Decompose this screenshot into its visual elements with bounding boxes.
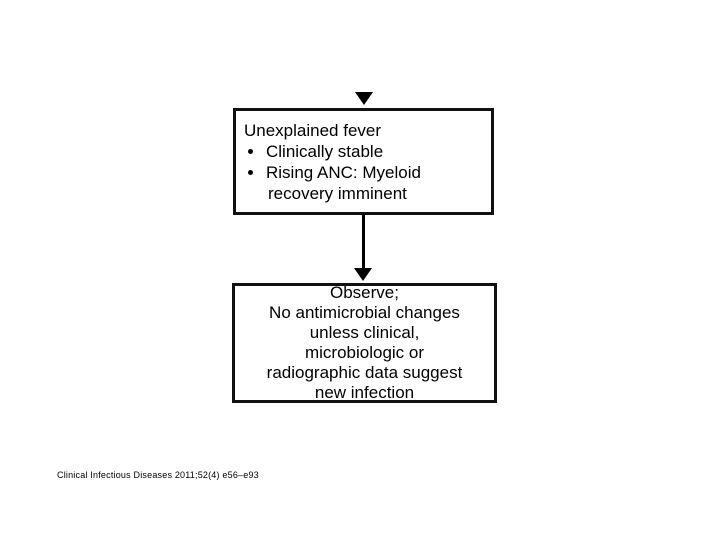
node-text-line: microbiologic or — [304, 343, 425, 362]
bullet-dot-icon — [248, 148, 253, 154]
node-text-line: No antimicrobial changes — [269, 303, 460, 322]
bullet-text-continuation: recovery imminent — [268, 183, 407, 203]
flow-node-unexplained-fever: Unexplained fever Clinically stable Risi… — [233, 108, 494, 215]
node-text-line: new infection — [314, 383, 415, 402]
source-citation: Clinical Infectious Diseases 2011;52(4) … — [57, 470, 259, 480]
bullet-list-fever-criteria: Clinically stable Rising ANC: Myeloid re… — [244, 141, 421, 204]
bullet-dot-icon — [248, 169, 253, 175]
node-text-line: unless clinical, — [309, 323, 420, 342]
list-item: Clinically stable — [244, 141, 421, 162]
connector-line-fever-to-observe — [362, 215, 365, 273]
node-heading-unexplained-fever: Unexplained fever — [244, 120, 382, 140]
node-text-line: radiographic data suggest — [266, 363, 463, 382]
bullet-text: Rising ANC: Myeloid — [266, 162, 421, 182]
arrow-down-icon-into-observe-node — [354, 268, 372, 281]
arrow-down-icon-into-fever-node — [355, 92, 373, 105]
node-text-line: Observe; — [330, 283, 399, 302]
flow-node-observe: Observe; No antimicrobial changes unless… — [232, 283, 497, 403]
list-item: Rising ANC: Myeloid recovery imminent — [244, 162, 421, 204]
bullet-text: Clinically stable — [266, 141, 384, 161]
